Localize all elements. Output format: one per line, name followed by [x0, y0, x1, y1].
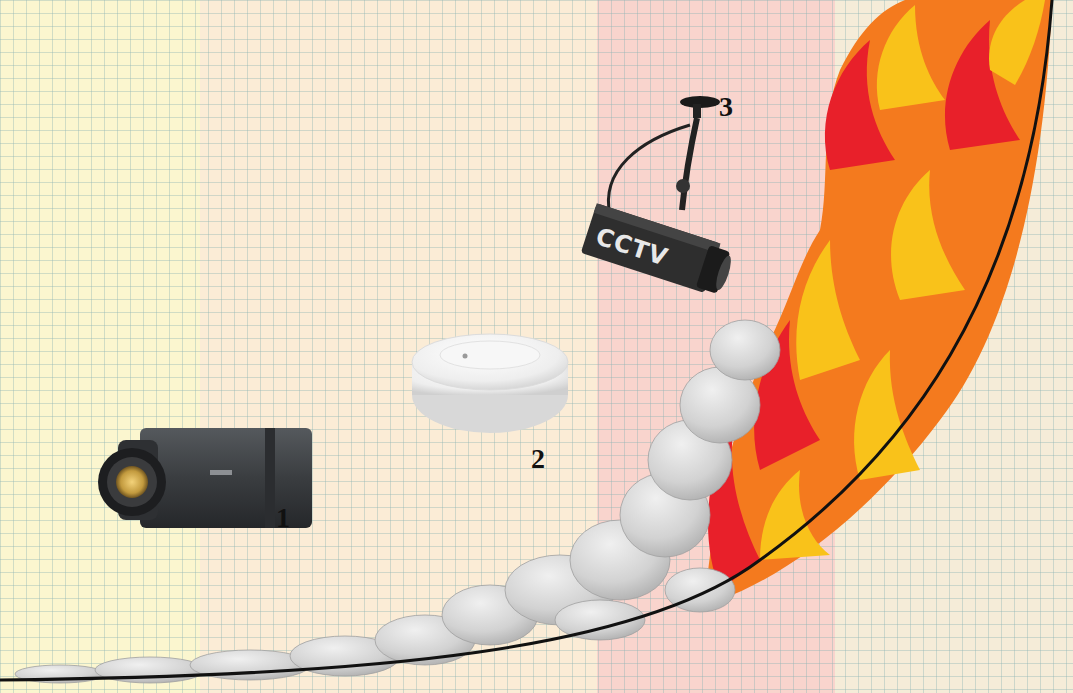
callout-number: 1 — [276, 504, 290, 532]
callout-number: 2 — [531, 445, 545, 473]
camera-logo: CCTV — [593, 224, 671, 270]
callout-number: 3 — [719, 93, 733, 121]
